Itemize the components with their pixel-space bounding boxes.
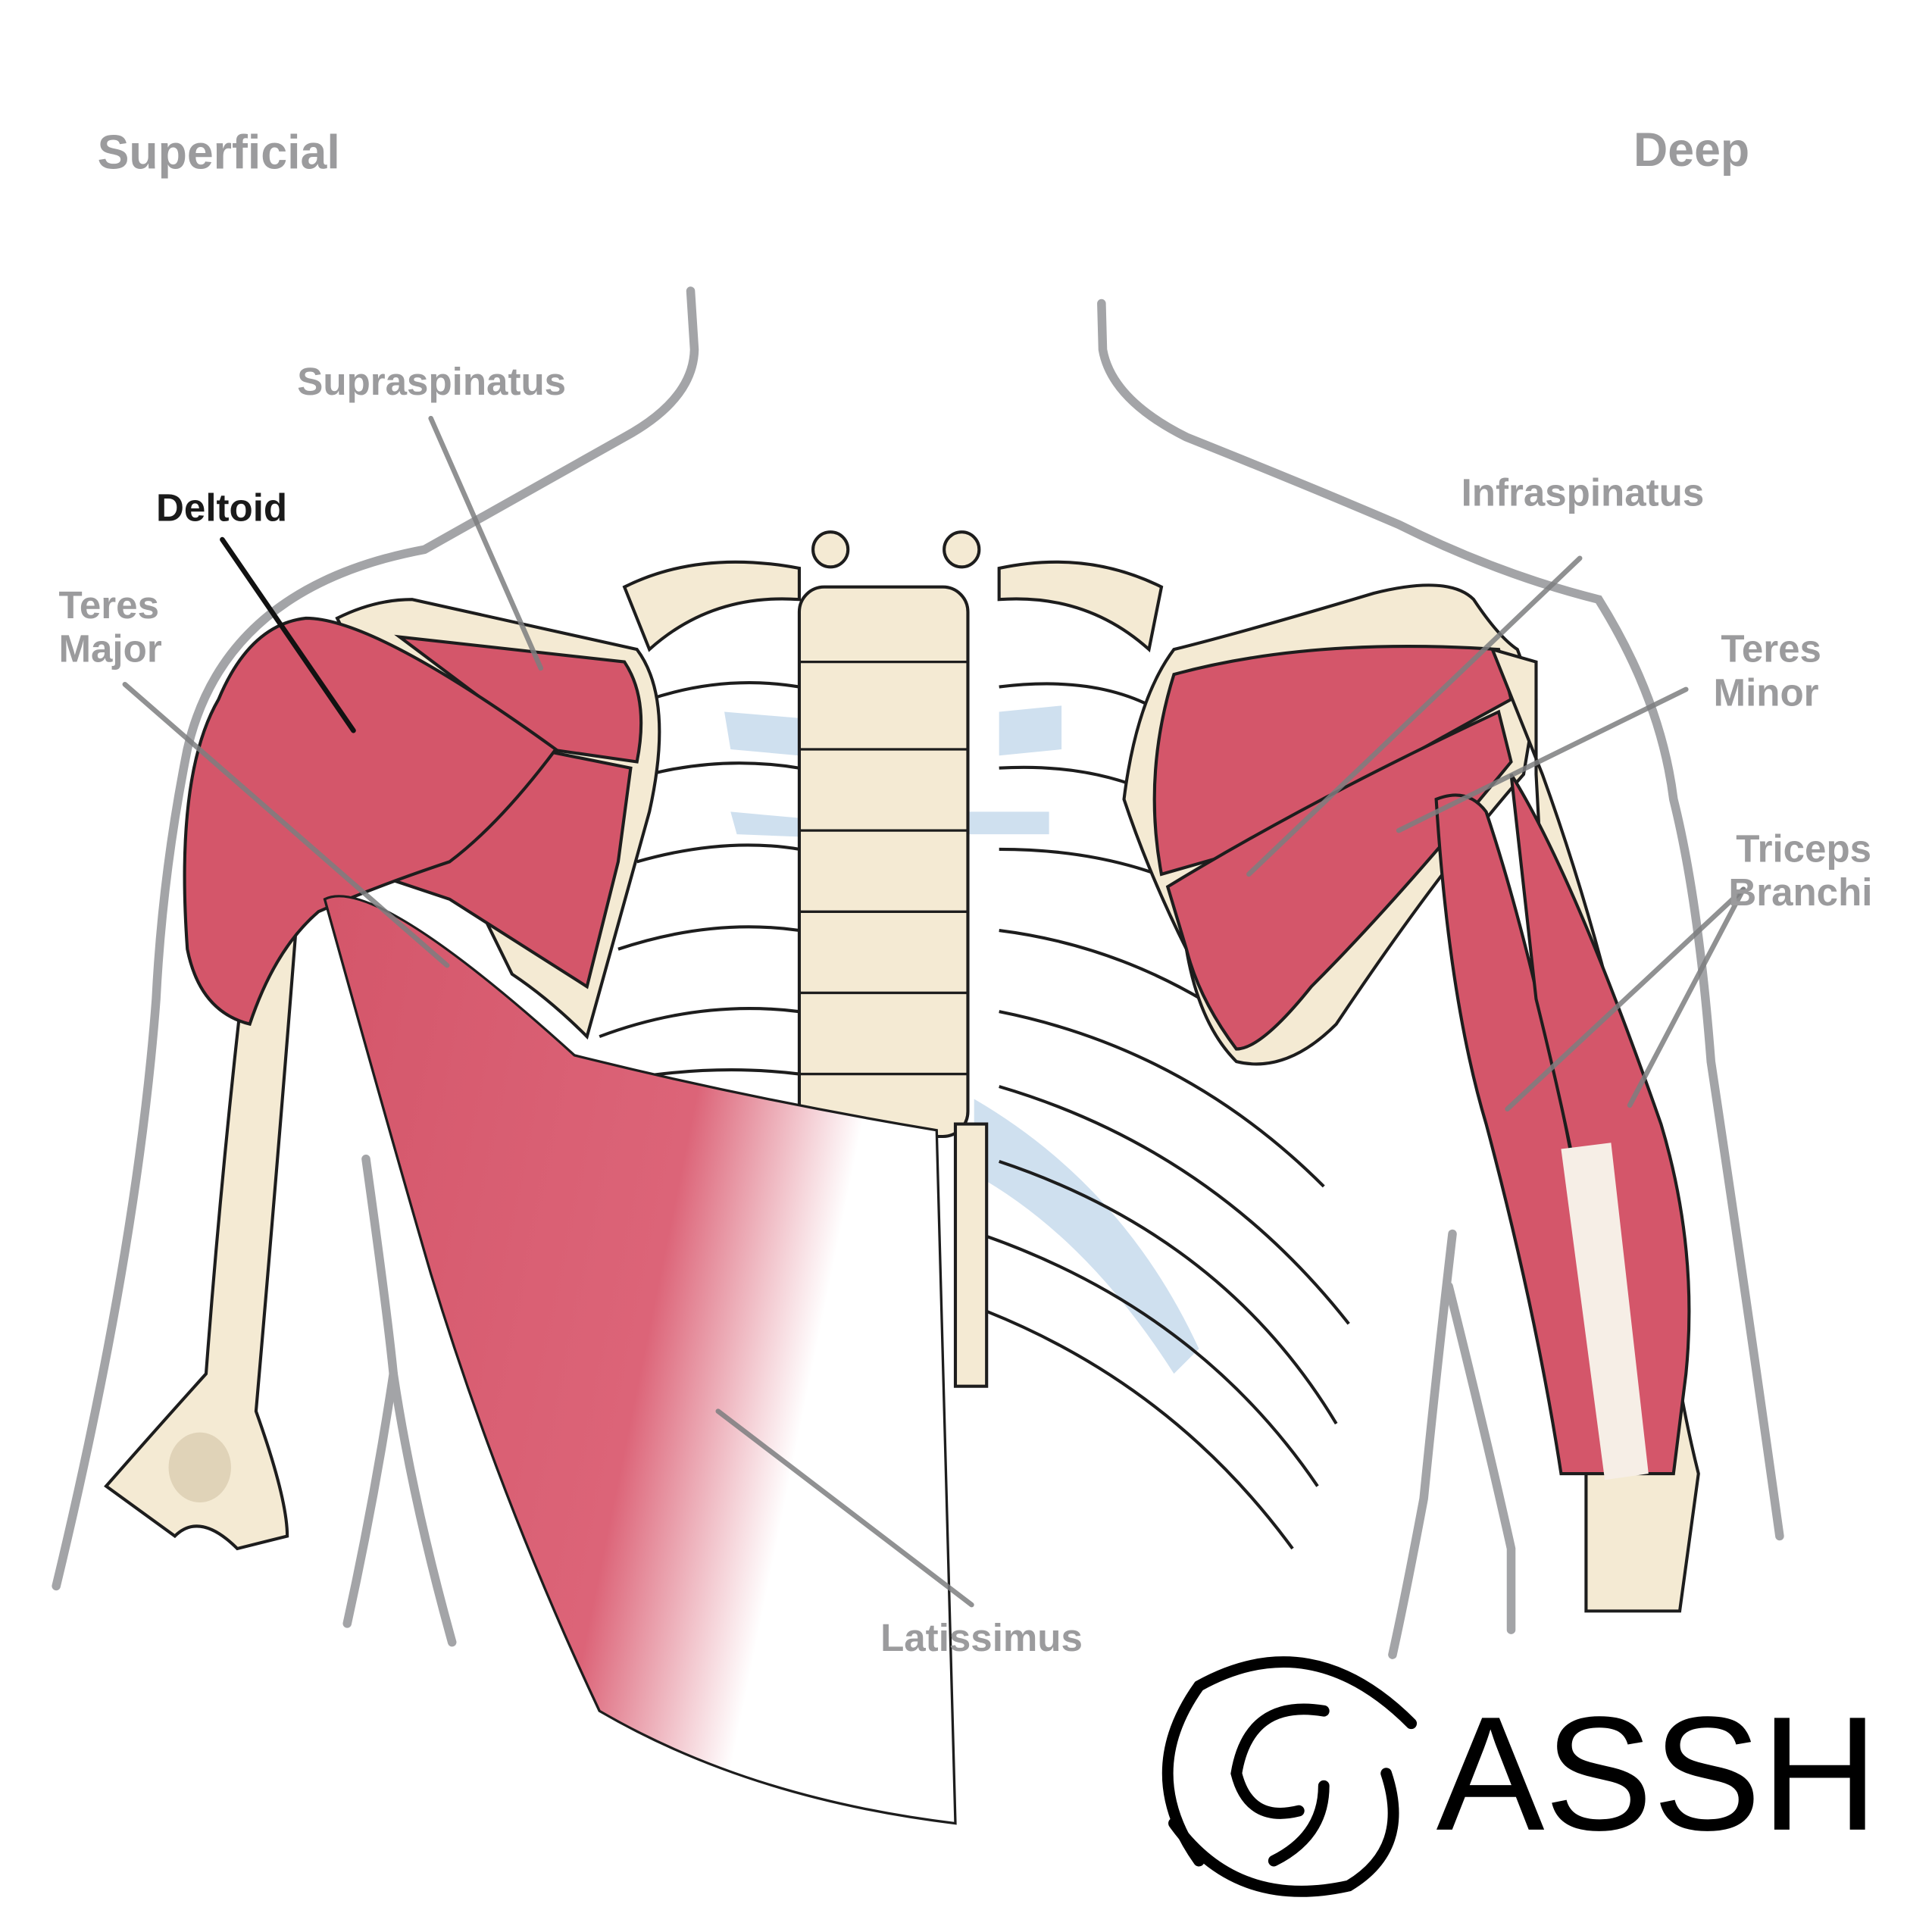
label-supraspinatus: Supraspinatus bbox=[297, 360, 566, 403]
humerus-left bbox=[104, 872, 302, 1551]
superficial-muscles bbox=[183, 598, 957, 1825]
label-triceps-1: Triceps bbox=[1736, 827, 1871, 870]
label-infraspinatus: Infraspinatus bbox=[1462, 471, 1705, 514]
assh-logo: ASSH bbox=[1161, 1656, 1878, 1897]
elbow-joint bbox=[168, 1432, 231, 1502]
label-teres-major-2: Major bbox=[58, 627, 161, 671]
label-deltoid: Deltoid bbox=[156, 486, 287, 529]
label-triceps-2: Branchi bbox=[1728, 871, 1872, 914]
label-latissimus: Latissimus bbox=[880, 1616, 1083, 1659]
label-teres-major-1: Teres bbox=[58, 583, 159, 627]
leader-lines bbox=[122, 415, 1746, 1608]
deep-muscles bbox=[1122, 583, 1700, 1613]
assh-swirl-icon bbox=[1161, 1656, 1418, 1897]
label-teres-minor-2: Minor bbox=[1714, 671, 1819, 714]
body-outline bbox=[52, 286, 1784, 1659]
heading-superficial: Superficial bbox=[98, 127, 340, 180]
logo-text: ASSH bbox=[1436, 1683, 1878, 1865]
label-teres-minor-1: Teres bbox=[1721, 627, 1821, 671]
heading-deep: Deep bbox=[1633, 123, 1749, 177]
ribcage bbox=[586, 530, 1350, 1550]
